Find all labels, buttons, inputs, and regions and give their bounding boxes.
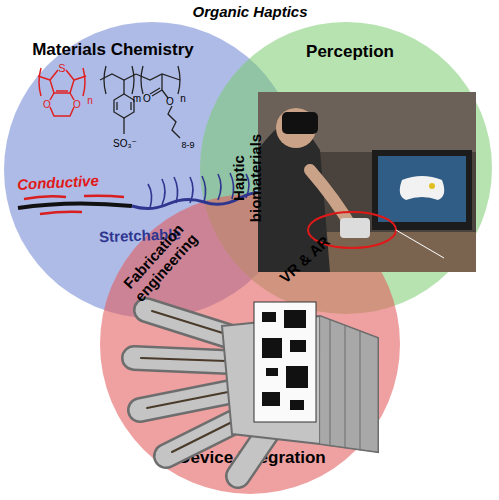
pedot-structure-part bbox=[50, 107, 74, 116]
circle-title: Perception bbox=[306, 43, 394, 62]
vr-photo-part bbox=[378, 156, 466, 222]
diagram-label: SO₃⁻ bbox=[113, 138, 137, 149]
vr-photo-part bbox=[282, 112, 318, 134]
vr-photo-part bbox=[258, 92, 476, 272]
vr-photo-part bbox=[340, 218, 370, 238]
pedot-structure-part bbox=[39, 68, 41, 96]
pedot-structure bbox=[38, 68, 86, 116]
diagram-label: Haptic biomaterials bbox=[231, 130, 264, 226]
haptic-glove-part bbox=[290, 340, 306, 352]
stretchable-chain-part bbox=[162, 179, 165, 205]
polymer-structure-part bbox=[114, 94, 134, 118]
conductive-wire-part bbox=[24, 196, 66, 199]
haptic-glove bbox=[134, 302, 378, 476]
haptic-glove-part bbox=[286, 366, 308, 388]
haptic-glove-part bbox=[345, 326, 346, 448]
haptic-glove-part bbox=[360, 331, 361, 450]
haptic-glove-part bbox=[290, 400, 304, 410]
haptic-glove-part-part bbox=[238, 432, 268, 476]
polymer-structure-part bbox=[150, 88, 160, 94]
stretchable-chain-part bbox=[174, 177, 178, 203]
circle-title: Materials Chemistry bbox=[32, 41, 194, 60]
haptic-glove-part bbox=[262, 392, 280, 406]
diagram-label: O bbox=[143, 93, 151, 104]
diagram-label: 8-9 bbox=[181, 141, 194, 151]
diagram-title: Organic Haptics bbox=[192, 4, 307, 21]
haptic-glove-part-part bbox=[146, 310, 228, 336]
vr-photo-part bbox=[400, 176, 445, 200]
vr-photo-part bbox=[396, 230, 444, 258]
diagram-label: O bbox=[73, 99, 81, 110]
haptic-glove-part-part bbox=[147, 392, 228, 408]
haptic-glove-part-part bbox=[238, 432, 268, 476]
diagram-label: O bbox=[166, 96, 174, 107]
haptic-glove-part-part bbox=[172, 420, 236, 452]
vr-photo bbox=[258, 92, 476, 272]
diagram-label: S bbox=[58, 62, 65, 74]
haptic-glove-part-part bbox=[166, 420, 238, 456]
haptic-glove-part-part bbox=[166, 420, 238, 456]
conductive-wire-part bbox=[18, 203, 132, 208]
haptic-glove-part-part bbox=[146, 310, 228, 336]
vr-photo-part bbox=[258, 92, 476, 152]
pedot-structure-part bbox=[83, 68, 85, 96]
polymer-structure-part bbox=[123, 80, 124, 94]
haptic-glove-part-part bbox=[134, 358, 228, 362]
diagram-label: n bbox=[87, 95, 93, 106]
polymer-structure-part bbox=[100, 74, 136, 80]
polymer-structure-part bbox=[116, 102, 117, 110]
diagram-label: m bbox=[133, 93, 141, 104]
stretchable-chain-part bbox=[202, 176, 206, 202]
polymer-structure-part bbox=[141, 66, 143, 94]
conductive-wire-part bbox=[40, 212, 82, 214]
polymer-structure-part bbox=[104, 66, 106, 94]
polymer-structure-part bbox=[178, 66, 180, 94]
conductive-wire-part bbox=[84, 196, 124, 197]
polymer-structure-part bbox=[161, 74, 162, 90]
polymer-structure-part bbox=[152, 90, 162, 96]
vr-photo-part bbox=[429, 183, 435, 189]
haptic-glove-part bbox=[320, 316, 378, 452]
diagram-label: O bbox=[43, 99, 51, 110]
polymer-structure-part bbox=[136, 74, 180, 80]
stretchable-chain-part bbox=[148, 184, 152, 208]
haptic-glove-part-part bbox=[141, 358, 226, 361]
polymer-structure-part bbox=[132, 66, 134, 94]
haptic-glove-part bbox=[262, 338, 282, 358]
polymer-structure-part bbox=[168, 106, 180, 138]
polymer-structure-part bbox=[130, 102, 131, 110]
diagram-label: n bbox=[180, 93, 186, 104]
conductive-wire bbox=[18, 196, 132, 214]
stretchable-chain-part bbox=[190, 177, 193, 203]
pedot-structure-part bbox=[56, 90, 68, 92]
haptic-glove-part bbox=[262, 312, 276, 322]
haptic-glove-part-part bbox=[140, 392, 230, 410]
polymer-structure bbox=[100, 66, 180, 138]
haptic-glove-part bbox=[330, 320, 331, 446]
haptic-glove-part bbox=[254, 302, 316, 422]
haptic-glove-part-part bbox=[140, 392, 230, 410]
haptic-glove-part-part bbox=[134, 358, 228, 362]
haptic-glove-part bbox=[266, 368, 278, 376]
polymer-structure-part bbox=[123, 118, 124, 134]
haptic-glove-part bbox=[284, 310, 306, 328]
stretchable-chain-part bbox=[218, 174, 221, 200]
haptic-glove-part-part bbox=[152, 311, 226, 334]
